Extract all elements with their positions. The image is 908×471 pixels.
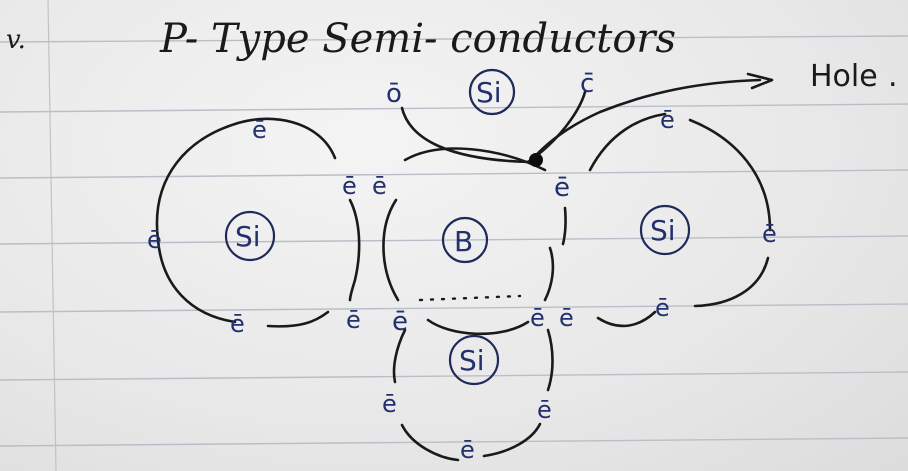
electron-mark: ē [655,294,670,322]
electron-mark: ē [230,310,245,338]
electron-mark: ē [530,304,545,332]
electron-mark: ē [346,306,361,334]
electron-mark: ē [392,307,408,337]
electron-mark: ē [559,304,574,332]
electron-mark: ē [537,396,552,424]
atom-circle-center [441,216,489,264]
electron-mark: ē [252,116,267,144]
electron-mark: ē [554,173,570,203]
electron-mark: ē [762,220,777,248]
atom-center-label: B [454,225,473,258]
electron-mark: ē [342,172,357,200]
page-number: v. [6,25,26,55]
atom-circle-top [468,68,516,116]
missing-bond-dots [418,294,522,302]
atom-right-label: Si [650,214,676,247]
electron-mark: ē [382,390,397,418]
top-o-label: ō [386,79,402,109]
electrons: ē ē ē ē ē ē ē ē ē ē ē ē ē ē ē ē [147,106,777,464]
page-title: P- Type Semi- conductors [159,16,676,62]
electron-mark: ē [460,436,475,464]
hole-label: Hole [810,59,878,94]
hole-label-dot: . [888,59,898,94]
electron-mark: ē [660,106,675,134]
atom-left-label: Si [235,220,261,253]
atom-circle-bottom [448,334,500,386]
hole-dot [529,153,543,167]
electron-mark: ē [372,172,387,200]
atom-circle-left [224,210,276,262]
atom-bottom-label: Si [459,344,485,377]
bond-lines [155,72,774,462]
electron-mark: ē [147,226,162,254]
atom-circles [224,68,691,386]
atom-top-label: Si [476,76,502,109]
top-c-label: c̄ [580,69,594,99]
atom-circle-right [639,204,691,256]
